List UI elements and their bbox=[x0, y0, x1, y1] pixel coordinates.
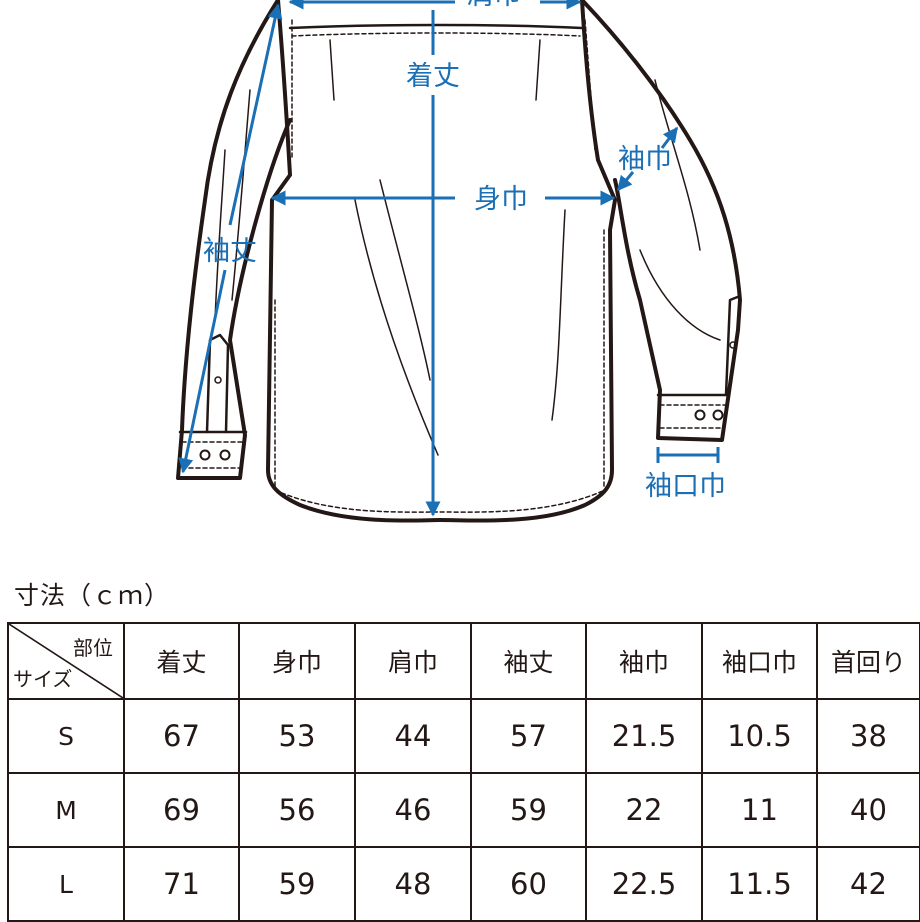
value-cell: 59 bbox=[470, 772, 587, 848]
value-cell: 59 bbox=[238, 846, 356, 922]
header-shoulder-width: 肩巾 bbox=[354, 622, 472, 700]
header-sleeve-length: 袖丈 bbox=[470, 622, 587, 700]
table-row: S 67 53 44 57 21.5 10.5 38 bbox=[7, 698, 920, 774]
header-body-width: 身巾 bbox=[238, 622, 356, 700]
value-cell: 22 bbox=[585, 772, 703, 848]
value-cell: 21.5 bbox=[585, 698, 703, 774]
header-length: 着丈 bbox=[123, 622, 240, 700]
shirt-measurement-diagram: 肩巾 着丈 身巾 袖丈 袖巾 袖口巾 bbox=[176, 0, 742, 523]
header-row: 部位 サイズ 着丈 身巾 肩巾 袖丈 袖巾 袖口巾 首回り bbox=[7, 622, 920, 700]
value-cell: 53 bbox=[238, 698, 356, 774]
sleeve-width-label: 袖巾 bbox=[618, 144, 672, 175]
size-table: 部位 サイズ 着丈 身巾 肩巾 袖丈 袖巾 袖口巾 首回り S 67 53 44… bbox=[7, 622, 920, 922]
value-cell: 67 bbox=[123, 698, 240, 774]
table-row: M 69 56 46 59 22 11 40 bbox=[7, 772, 920, 848]
table-caption: 寸法（ｃｍ） bbox=[14, 581, 171, 610]
value-cell: 11.5 bbox=[701, 846, 818, 922]
size-cell: M bbox=[7, 772, 125, 848]
value-cell: 57 bbox=[470, 698, 587, 774]
length-label: 着丈 bbox=[406, 61, 460, 92]
corner-part-label: 部位 bbox=[73, 636, 113, 660]
corner-cell: 部位 サイズ bbox=[7, 622, 125, 700]
value-cell: 71 bbox=[123, 846, 240, 922]
value-cell: 10.5 bbox=[701, 698, 818, 774]
value-cell: 56 bbox=[238, 772, 356, 848]
size-cell: S bbox=[7, 698, 125, 774]
value-cell: 44 bbox=[354, 698, 472, 774]
shoulder-width-label: 肩巾 bbox=[467, 0, 521, 11]
value-cell: 38 bbox=[816, 698, 920, 774]
corner-size-label: サイズ bbox=[13, 667, 73, 691]
cuff-width-label: 袖口巾 bbox=[645, 471, 726, 502]
value-cell: 22.5 bbox=[585, 846, 703, 922]
value-cell: 11 bbox=[701, 772, 818, 848]
value-cell: 42 bbox=[816, 846, 920, 922]
value-cell: 46 bbox=[354, 772, 472, 848]
size-cell: L bbox=[7, 846, 125, 922]
table-row: L 71 59 48 60 22.5 11.5 42 bbox=[7, 846, 920, 922]
shirt-illustration bbox=[176, 0, 742, 523]
sleeve-length-label: 袖丈 bbox=[203, 236, 257, 267]
value-cell: 48 bbox=[354, 846, 472, 922]
header-sleeve-width: 袖巾 bbox=[585, 622, 703, 700]
value-cell: 69 bbox=[123, 772, 240, 848]
diagonal-divider bbox=[9, 624, 123, 698]
value-cell: 40 bbox=[816, 772, 920, 848]
dimension-lines bbox=[178, 0, 720, 517]
header-neck: 首回り bbox=[816, 622, 920, 700]
value-cell: 60 bbox=[470, 846, 587, 922]
header-cuff-width: 袖口巾 bbox=[701, 622, 818, 700]
body-width-label: 身巾 bbox=[474, 184, 528, 215]
